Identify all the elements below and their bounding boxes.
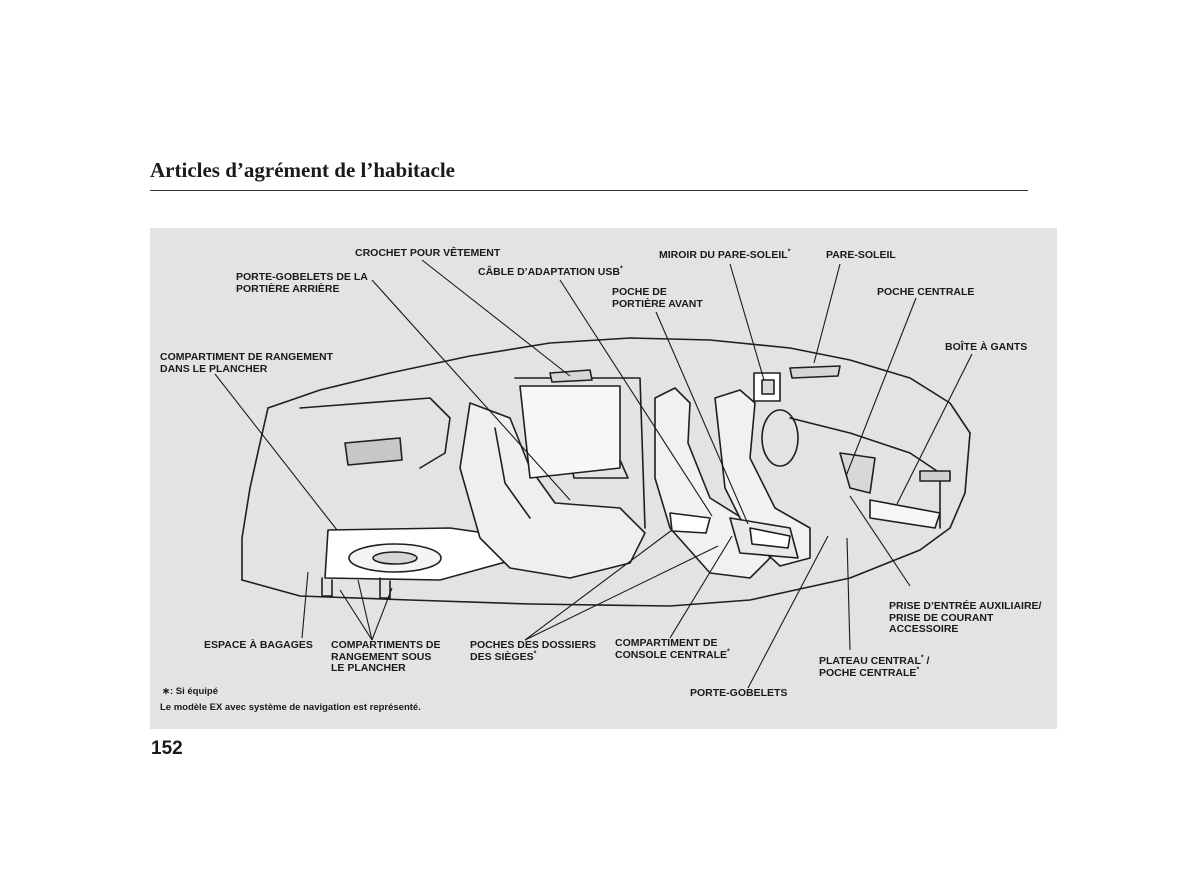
label-poches-dossiers: POCHES DES DOSSIERS DES SIÈGES* (470, 639, 597, 663)
title-rule (150, 190, 1028, 191)
leader-lines (214, 259, 973, 689)
label-compartiments-sous: COMPARTIMENTS DE RANGEMENT SOUS LE PLANC… (331, 639, 441, 674)
label-cable-usb-sup: * (619, 265, 623, 273)
footnote-model: Le modèle EX avec système de navigation … (160, 702, 421, 713)
interior-diagram: CROCHET POUR VÊTEMENT PORTE-GOBELETS DE … (150, 228, 1057, 729)
label-cable-usb: CÂBLE D’ADAPTATION USB* (478, 265, 623, 279)
label-miroir-sup: * (787, 248, 791, 256)
label-poche-centrale: POCHE CENTRALE (877, 286, 975, 298)
label-espace-bagages: ESPACE À BAGAGES (204, 639, 313, 651)
label-compartiment-plancher: COMPARTIMENT DE RANGEMENT DANS LE PLANCH… (160, 351, 334, 375)
label-boite-gants: BOÎTE À GANTS (945, 341, 1028, 353)
label-plateau-sup2: * (916, 666, 920, 673)
label-poches-dossiers-sup: * (533, 650, 537, 657)
label-plateau: PLATEAU CENTRAL* / POCHE CENTRALE* (819, 654, 930, 679)
page-title: Articles d’agrément de l’habitacle (150, 158, 456, 182)
label-prise: PRISE D’ENTRÉE AUXILIAIRE/ PRISE DE COUR… (889, 600, 1042, 635)
label-pare-soleil: PARE-SOLEIL (826, 249, 896, 261)
label-porte-gobelets: PORTE-GOBELETS (690, 687, 788, 699)
label-console: COMPARTIMENT DE CONSOLE CENTRALE* (615, 637, 730, 661)
label-porte-gobelets-porte: PORTE-GOBELETS DE LA PORTIÈRE ARRIÈRE (236, 271, 368, 295)
page-number: 152 (151, 738, 183, 759)
label-miroir: MIROIR DU PARE-SOLEIL* (659, 248, 791, 262)
car-interior-illustration (241, 337, 971, 607)
label-plateau-text2: / POCHE CENTRALE (819, 655, 930, 679)
label-crochet: CROCHET POUR VÊTEMENT (355, 247, 501, 259)
label-console-sup: * (727, 648, 730, 655)
label-plateau-text: PLATEAU CENTRAL (819, 655, 921, 667)
label-poche-portiere: POCHE DE PORTIÈRE AVANT (612, 286, 703, 310)
label-cable-usb-text: CÂBLE D’ADAPTATION USB (478, 266, 620, 278)
label-plateau-sup: * (920, 654, 924, 662)
label-poches-dossiers-text: POCHES DES DOSSIERS DES SIÈGES (470, 639, 597, 663)
footnote-symbol: ∗: Si équipé (162, 686, 218, 697)
label-console-text: COMPARTIMENT DE CONSOLE CENTRALE (615, 637, 728, 661)
label-miroir-text: MIROIR DU PARE-SOLEIL (659, 249, 788, 261)
